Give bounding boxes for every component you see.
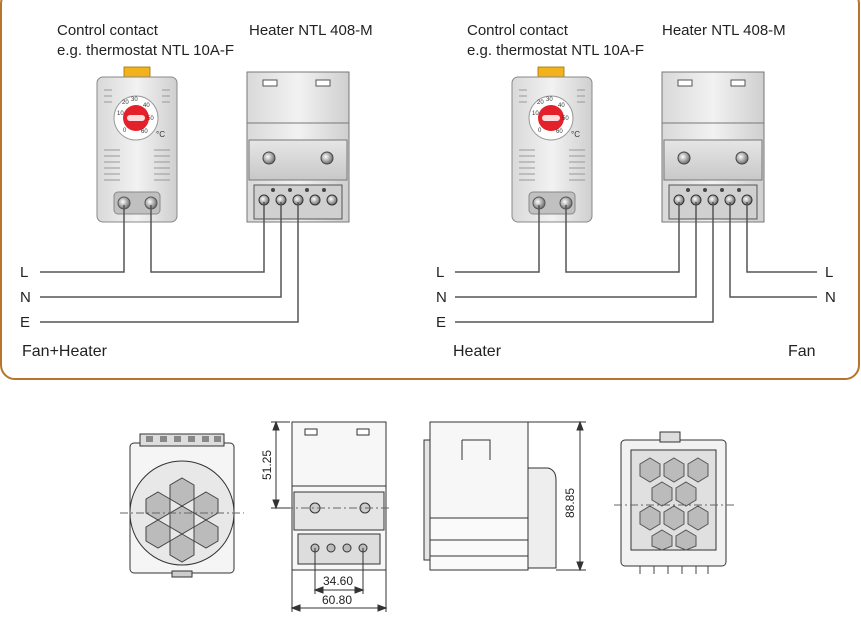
- dim-inner-width: 34.60: [323, 574, 353, 588]
- fan-line-label-n: N: [825, 289, 836, 306]
- left-line-label-l: L: [20, 264, 28, 281]
- right-dial-unit: °C: [571, 130, 580, 139]
- svg-text:50: 50: [562, 116, 569, 122]
- left-heater-caption: Heater NTL 408-M: [249, 22, 373, 39]
- left-mode-label: Fan+Heater: [22, 343, 108, 360]
- right-wires: [455, 202, 817, 323]
- right-heater: [661, 71, 765, 223]
- fan-front-view: [120, 433, 244, 578]
- heater-side-view: [423, 420, 586, 572]
- svg-text:40: 40: [558, 103, 565, 109]
- svg-text:0: 0: [123, 128, 127, 134]
- right-wiring-diagram: Control contact e.g. thermostat NTL 10A-…: [436, 22, 836, 360]
- right-line-label-e: E: [436, 314, 446, 331]
- dim-depth: 88.85: [563, 488, 577, 518]
- svg-text:30: 30: [546, 97, 553, 103]
- left-thermostat-caption-line2: e.g. thermostat NTL 10A-F: [57, 42, 234, 59]
- right-heater-caption: Heater NTL 408-M: [662, 22, 786, 39]
- svg-text:10: 10: [532, 111, 539, 117]
- left-thermostat-caption-line1: Control contact: [57, 22, 159, 39]
- left-wires: [40, 202, 299, 323]
- svg-text:60: 60: [141, 129, 148, 135]
- left-thermostat: 20 30 40 50 60 10 0 °C: [96, 66, 178, 223]
- right-thermostat-caption-line1: Control contact: [467, 22, 569, 39]
- svg-text:60: 60: [556, 129, 563, 135]
- right-line-label-n: N: [436, 289, 447, 306]
- left-line-label-e: E: [20, 314, 30, 331]
- svg-text:0: 0: [538, 128, 542, 134]
- heater-rear-view: [614, 431, 734, 574]
- dim-height-upper: 51.25: [260, 450, 274, 480]
- left-heater: [246, 71, 350, 223]
- right-line-label-l: L: [436, 264, 444, 281]
- svg-text:40: 40: [143, 103, 150, 109]
- heater-front-view: [271, 420, 392, 612]
- right-mode-label-heater: Heater: [453, 343, 502, 360]
- left-line-label-n: N: [20, 289, 31, 306]
- left-wiring-diagram: Control contact e.g. thermostat NTL 10A-…: [20, 22, 373, 360]
- svg-text:20: 20: [537, 100, 544, 106]
- svg-text:20: 20: [122, 100, 129, 106]
- fan-line-label-l: L: [825, 264, 833, 281]
- right-thermostat: 20 30 40 50 60 10 0 °C: [511, 66, 593, 223]
- left-dial-unit: °C: [156, 130, 165, 139]
- right-mode-label-fan: Fan: [788, 343, 816, 360]
- svg-text:10: 10: [117, 111, 124, 117]
- svg-text:50: 50: [147, 116, 154, 122]
- wiring-panel-border: [0, 0, 860, 380]
- right-thermostat-caption-line2: e.g. thermostat NTL 10A-F: [467, 42, 644, 59]
- dim-total-width: 60.80: [322, 593, 352, 607]
- svg-text:30: 30: [131, 97, 138, 103]
